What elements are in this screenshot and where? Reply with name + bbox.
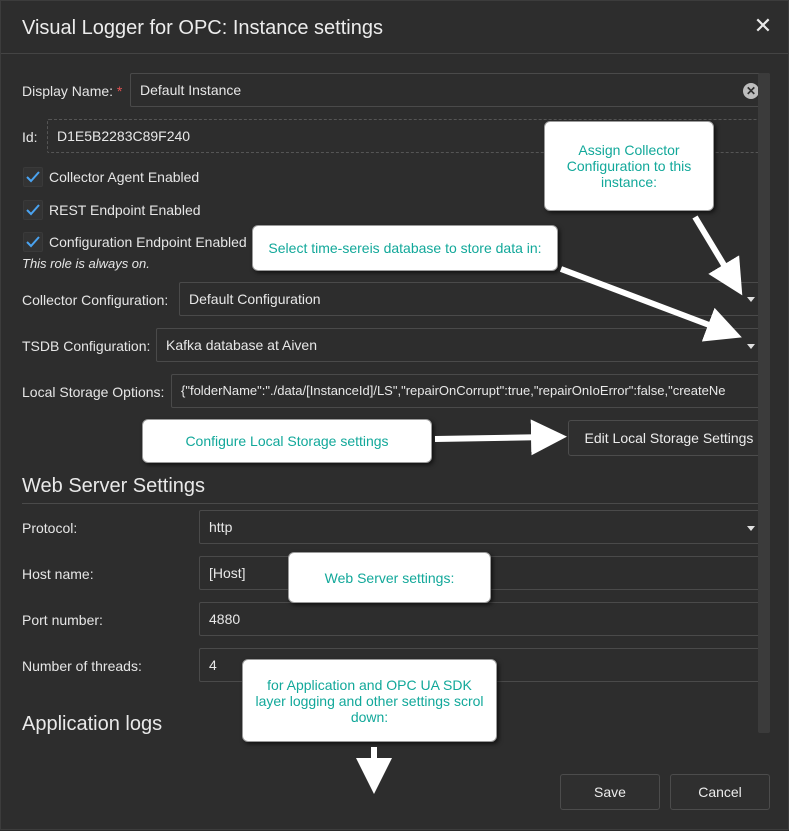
web-server-heading: Web Server Settings xyxy=(22,475,206,497)
save-button[interactable]: Save xyxy=(560,774,660,810)
rest-endpoint-label: REST Endpoint Enabled xyxy=(49,202,201,218)
cancel-button[interactable]: Cancel xyxy=(670,774,770,810)
select-tsdb-callout: Select time-sereis database to store dat… xyxy=(252,225,558,271)
scrollbar[interactable] xyxy=(758,73,770,733)
protocol-value: http xyxy=(209,519,233,535)
configuration-endpoint-checkbox[interactable] xyxy=(23,232,43,252)
tsdb-configuration-label: TSDB Configuration: xyxy=(22,338,151,354)
host-name-value: [Host] xyxy=(209,565,246,581)
title-bar: Visual Logger for OPC: Instance settings… xyxy=(1,1,788,54)
chevron-down-icon xyxy=(747,344,755,349)
required-mark: * xyxy=(116,83,123,99)
collector-configuration-value: Default Configuration xyxy=(189,291,321,307)
tsdb-configuration-value: Kafka database at Aiven xyxy=(166,337,317,353)
protocol-label: Protocol: xyxy=(22,520,78,536)
collector-configuration-label: Collector Configuration: xyxy=(22,292,169,308)
web-server-callout: Web Server settings: xyxy=(288,552,491,603)
arrow-to-collector xyxy=(692,215,743,296)
application-logs-heading: Application logs xyxy=(22,713,163,735)
configure-local-storage-callout: Configure Local Storage settings xyxy=(142,419,432,463)
display-name-input[interactable]: Default Instance xyxy=(130,73,770,107)
role-note: This role is always on. xyxy=(22,256,150,271)
assign-collector-callout: Assign Collector Configuration to this i… xyxy=(544,121,714,211)
close-icon[interactable]: ✕ xyxy=(753,13,773,38)
section-divider xyxy=(22,503,770,504)
id-value: D1E5B2283C89F240 xyxy=(57,128,191,144)
check-icon xyxy=(26,236,40,248)
arrow-to-tsdb xyxy=(559,266,742,342)
display-name-label-text: Display Name: xyxy=(22,83,114,99)
check-icon xyxy=(26,171,40,183)
threads-label: Number of threads: xyxy=(22,658,142,674)
rest-endpoint-checkbox[interactable] xyxy=(23,200,43,220)
protocol-select[interactable]: http xyxy=(199,510,770,544)
check-icon xyxy=(26,204,40,216)
chevron-down-icon xyxy=(747,297,755,302)
chevron-down-icon xyxy=(747,526,755,531)
port-number-value: 4880 xyxy=(209,611,241,627)
app-logging-callout: for Application and OPC UA SDK layer log… xyxy=(242,659,497,742)
local-storage-value: {"folderName":"./data/[InstanceId]/LS","… xyxy=(181,383,726,398)
display-name-value: Default Instance xyxy=(140,82,242,98)
arrow-to-edit-storage xyxy=(434,419,567,456)
threads-value: 4 xyxy=(209,657,217,673)
collector-agent-checkbox[interactable] xyxy=(23,167,43,187)
local-storage-field[interactable]: {"folderName":"./data/[InstanceId]/LS","… xyxy=(171,374,770,408)
edit-local-storage-button[interactable]: Edit Local Storage Settings xyxy=(568,420,770,456)
configuration-endpoint-label: Configuration Endpoint Enabled xyxy=(49,234,247,250)
local-storage-label: Local Storage Options: xyxy=(22,384,165,400)
collector-agent-label: Collector Agent Enabled xyxy=(49,169,200,185)
tsdb-configuration-select[interactable]: Kafka database at Aiven xyxy=(156,328,770,362)
display-name-label: Display Name: * xyxy=(22,83,122,99)
dialog-title: Visual Logger for OPC: Instance settings xyxy=(22,17,383,39)
port-number-label: Port number: xyxy=(22,612,103,628)
id-label: Id: xyxy=(22,129,38,145)
host-name-label: Host name: xyxy=(22,566,94,582)
clear-icon[interactable]: ✕ xyxy=(743,83,759,99)
